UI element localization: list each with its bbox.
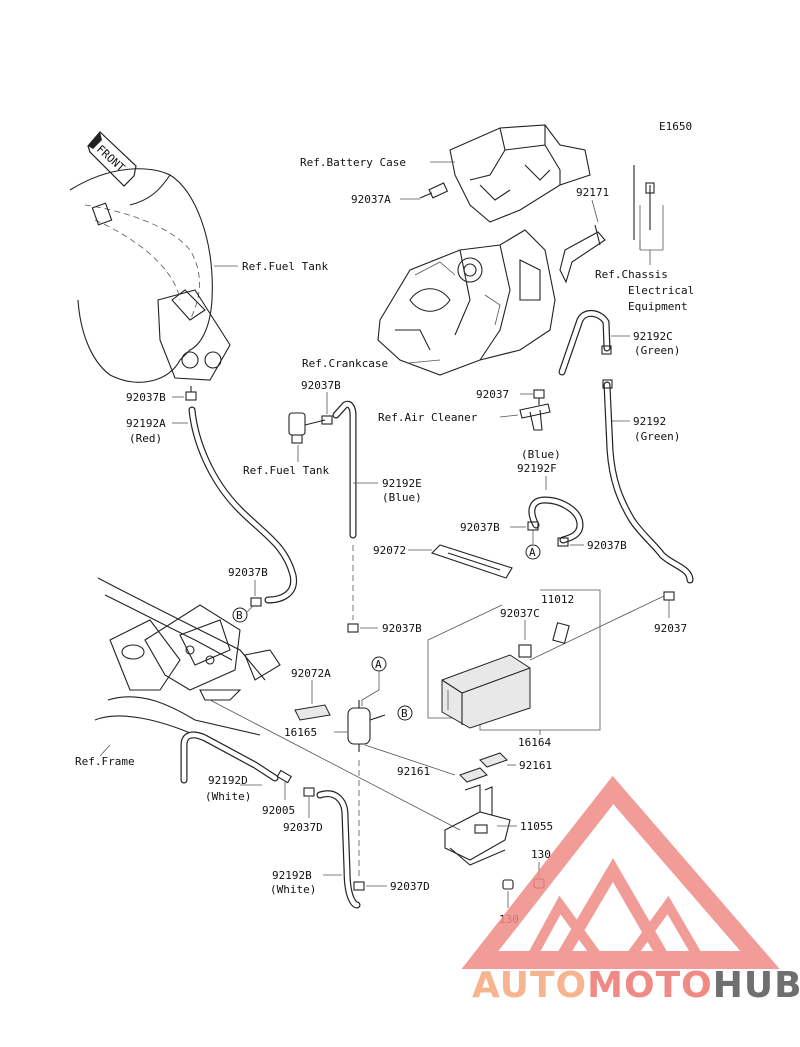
part-92192A-label: 92192A [126,417,166,430]
part-92161-right-label: 92161 [519,759,552,772]
fuel-filter-16165-drawing [347,700,386,752]
clamp-92037-right-icon [663,591,675,601]
part-92161-left-label: 92161 [397,765,430,778]
clamp-92037C-icon [518,644,532,658]
part-92037B-b-label: 92037B [382,622,422,635]
cushion-92161-right-drawing [479,752,508,768]
ref-fuel-tank-mid-label: Ref.Fuel Tank [243,464,329,477]
ref-chassis-label-3: Equipment [628,300,688,313]
part-92037D-top-label: 92037D [283,821,323,834]
clamp-92037D-low-icon [353,881,365,891]
marker-b-circle-right [397,705,413,721]
watermark-hub: HUB [713,965,800,1006]
clamp-92037B-b-icon [347,623,359,633]
strap-92072-drawing [430,544,513,579]
marker-b-circle-left [232,607,248,623]
air-cleaner-fitting-icon [519,403,551,431]
part-92037B-low-label: 92037B [228,566,268,579]
white-label-1: (White) [205,790,251,803]
clamp-92037B-right-icon [557,537,569,547]
bracket-11055-drawing [444,784,511,866]
red-label: (Red) [129,432,162,445]
marker-a-lower: A [375,658,382,671]
part-92192E-label: 92192E [382,477,422,490]
bolt-92037A-icon [419,182,449,199]
ref-fuel-tank-top-label: Ref.Fuel Tank [242,260,328,273]
part-92192F-label: 92192F [517,462,557,475]
part-130-top-label: 130 [531,848,551,861]
ref-frame-label: Ref.Frame [75,755,135,768]
crankcase-drawing [377,229,556,376]
part-92005-label: 92005 [262,804,295,817]
green-label-1: (Green) [634,344,680,357]
ref-battery-case-label: Ref.Battery Case [300,156,406,169]
part-92072A-label: 92072A [291,667,331,680]
cushion-92161-left-drawing [459,767,488,783]
marker-a-circle-upper [525,544,541,560]
part-92037-right-label: 92037 [654,622,687,635]
part-92192-label: 92192 [633,415,666,428]
pad-92072A-drawing [294,704,331,721]
part-92037-mid-label: 92037 [476,388,509,401]
ref-crankcase-label: Ref.Crankcase [302,357,388,370]
part-92072-label: 92072 [373,544,406,557]
part-92037B-left-label: 92037B [126,391,166,404]
clamp-92037B-low-icon [250,597,262,607]
ref-chassis-label-2: Electrical [628,284,694,297]
bolt-130-bottom-icon [502,879,514,890]
part-11055-label: 11055 [520,820,553,833]
watermark-auto: AUTO [472,965,587,1006]
part-92192B-label: 92192B [272,869,312,882]
ref-air-cleaner-label: Ref.Air Cleaner [378,411,478,424]
joint-92005-icon [276,769,292,784]
connector-11012-icon [552,622,570,644]
battery-case-drawing [449,124,591,223]
part-92037B-center-label: 92037B [301,379,341,392]
part-16164-label: 16164 [518,736,551,749]
white-label-2: (White) [270,883,316,896]
fuel-valve-icon [288,412,326,444]
part-92192D-label: 92192D [208,774,248,787]
marker-a-upper: A [529,546,536,559]
clamp-92037D-top-icon [303,787,315,797]
part-92171-label: 92171 [576,186,609,199]
marker-b-right: B [401,707,408,720]
front-arrow-icon: FRONT [87,131,137,187]
part-11012-label: 11012 [541,593,574,606]
part-92037B-f-label: 92037B [460,521,500,534]
marker-b-left: B [236,609,243,622]
part-16165-label: 16165 [284,726,317,739]
clamp-92037B-left-icon [185,386,197,401]
canister-16164-drawing [441,654,531,729]
part-92192C-label: 92192C [633,330,673,343]
watermark-text: AUTOMOTOHUB [472,965,800,1006]
watermark-logo-icon [461,775,780,969]
part-92037C-label: 92037C [500,607,540,620]
green-label-2: (Green) [634,430,680,443]
diagram-code: E1650 [659,120,692,133]
clamp-92037-mid-icon [533,389,545,405]
frame-drawing [94,577,281,736]
clamp-92037B-center-icon [321,415,333,425]
blue-label-1: (Blue) [382,491,422,504]
part-92037A-label: 92037A [351,193,391,206]
bracket-92171-drawing [559,224,606,284]
chassis-connector-drawing [633,165,664,265]
part-92037D-low-label: 92037D [390,880,430,893]
fuel-tank-drawing [69,168,231,383]
part-92037B-right-label: 92037B [587,539,627,552]
blue-label-2: (Blue) [521,448,561,461]
watermark-moto: MOTO [587,965,713,1006]
ref-chassis-label-1: Ref.Chassis [595,268,668,281]
